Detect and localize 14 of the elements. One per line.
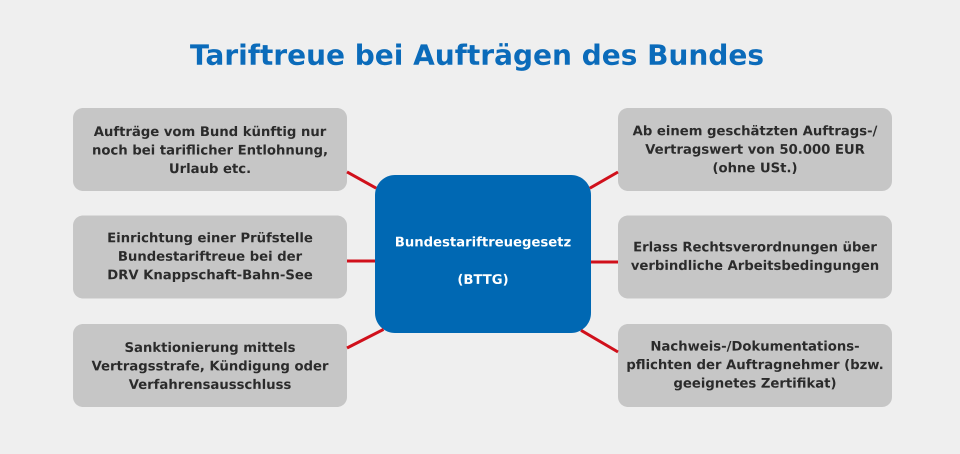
info-box: Erlass Rechtsverordnungen über verbindliche Arbeitsbedingungen xyxy=(618,216,892,298)
connector-line xyxy=(591,260,618,264)
connector-line xyxy=(347,260,375,262)
info-box: Aufträge vom Bund künftig nur noch bei tariflicher Entlohnung, Urlaub etc. xyxy=(73,108,347,191)
connector-line xyxy=(580,329,619,354)
info-box: Nachweis-/Dokumentations- pflichten der Auftragnehmer (bzw. geeignetes Zertifikat) xyxy=(618,324,892,407)
title: Tariftreue bei Aufträgen des Bundes xyxy=(190,43,763,71)
info-box: Ab einem geschätzten Auftrags-/ Vertragswert von 50.000 EUR (ohne USt.) xyxy=(618,108,892,191)
topic-box: Bundestariftreuegesetz (BTTG) xyxy=(375,175,591,333)
info-box: Einrichtung einer Prüfstelle Bundestariftreue bei der DRV Knappschaft-Bahn-See xyxy=(73,216,347,298)
info-box: Sanktionierung mittels Vertragsstrafe, Kündigung oder Verfahrensausschluss xyxy=(73,324,347,407)
connector-line xyxy=(346,170,377,190)
connector-line xyxy=(589,170,619,190)
connector-line xyxy=(346,328,384,350)
